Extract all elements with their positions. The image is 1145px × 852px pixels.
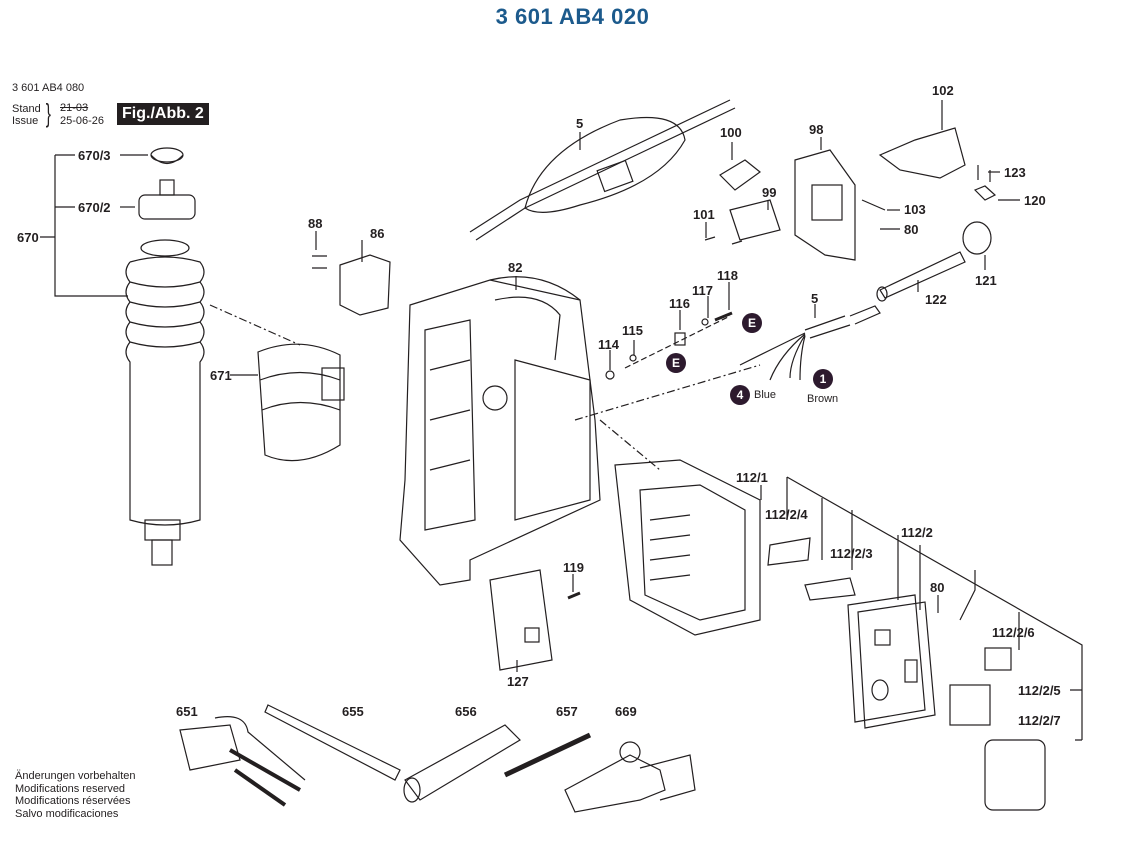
plate-98 [794, 149, 856, 261]
part-label-122: 122 [925, 292, 947, 307]
wire-label-brown: Brown [807, 393, 839, 405]
part-label-670-3: 670/3 [78, 148, 111, 163]
plug-102 [878, 127, 966, 179]
document-title: 3 601 AB4 020 [495, 4, 650, 29]
part-label-82: 82 [508, 260, 523, 275]
wire-label-blue: Blue [754, 389, 777, 401]
part-label-119: 119 [563, 560, 584, 575]
lid-670-2 [138, 194, 196, 220]
part-label-121: 121 [975, 273, 997, 288]
part-label-116: 116 [669, 296, 690, 311]
screw-118 [714, 311, 733, 322]
part-label-670: 670 [17, 230, 39, 245]
part-label-115: 115 [622, 323, 643, 338]
part-label-670-2: 670/2 [78, 200, 111, 215]
part-label-669: 669 [615, 704, 637, 719]
cage-671 [257, 343, 345, 462]
bracket-86 [339, 254, 391, 316]
part-label-112-2-7: 112/2/7 [1018, 713, 1061, 728]
part-label-103: 103 [904, 202, 926, 217]
part-label-86: 86 [370, 226, 385, 241]
part-label-112-2-3: 112/2/3 [830, 546, 873, 561]
part-label-112-2-6: 112/2/6 [992, 625, 1035, 640]
part-label-651: 651 [176, 704, 198, 719]
part-label-98: 98 [809, 122, 824, 137]
part-label-118: 118 [717, 268, 738, 283]
rod-657 [503, 732, 592, 778]
old-date: 21-03 [60, 102, 89, 114]
figure-badge: Fig./Abb. 2 [117, 103, 209, 125]
note-de: Änderungen vorbehalten [15, 770, 136, 782]
washer-117 [701, 318, 709, 326]
part-label-671: 671 [210, 368, 232, 383]
note-es: Salvo modificaciones [15, 807, 119, 820]
part-label-656: 656 [455, 704, 477, 719]
wire-marker-1: 1 [813, 369, 833, 389]
part-label-5-switch: 5 [576, 116, 584, 131]
bellows-670 [125, 239, 205, 566]
strap-wrench-669 [564, 741, 696, 813]
housing-82 [399, 276, 601, 586]
stand-label: Stand [12, 103, 41, 115]
modifications-note: Änderungen vorbehalten Modifications res… [15, 770, 135, 820]
note-fr: Modifications réservées [15, 795, 131, 807]
part-label-112-2-4: 112/2/4 [765, 507, 808, 522]
part-label-127: 127 [507, 674, 529, 689]
part-label-657: 657 [556, 704, 578, 719]
part-label-5-cable: 5 [811, 291, 819, 306]
plate-112-2 [847, 594, 926, 723]
issue-date: 25-06-26 [60, 115, 105, 127]
nut-114 [605, 370, 615, 380]
note-en: Modifications reserved [15, 782, 126, 795]
reference-number: 3 601 AB4 080 [12, 82, 85, 94]
part-label-112-2-5: 112/2/5 [1018, 683, 1061, 698]
part-label-80-top: 80 [904, 222, 919, 237]
plug-112-2-4 [767, 537, 811, 566]
socket-112-2-3 [804, 577, 856, 601]
brace-icon: } [45, 98, 51, 128]
housing-112-1 [614, 459, 761, 636]
pin-103 [861, 199, 886, 211]
part-label-114: 114 [598, 337, 619, 352]
switch-112-2-7 [984, 739, 1046, 811]
part-label-112-1: 112/1 [736, 470, 768, 485]
part-label-99: 99 [762, 185, 777, 200]
sleeve-656 [403, 724, 521, 803]
connector-100 [719, 159, 761, 191]
part-label-101: 101 [693, 207, 715, 222]
clamp-99 [729, 199, 781, 241]
bracket-112-2 [786, 476, 1083, 741]
part-label-655: 655 [342, 704, 364, 719]
part-label-112-2: 112/2 [901, 525, 933, 540]
cable-switch-5 [469, 99, 736, 241]
earth-marker-cable: E [742, 313, 762, 333]
switch-112-2-5 [949, 684, 991, 726]
part-label-88: 88 [308, 216, 323, 231]
part-label-102: 102 [932, 83, 954, 98]
switch-112-2-6 [984, 647, 1012, 671]
plate-127 [489, 569, 553, 671]
wrench-655 [264, 704, 401, 781]
part-label-100: 100 [720, 125, 742, 140]
bracket-670 [40, 154, 128, 297]
tube-122 [879, 251, 966, 299]
part-label-123: 123 [1004, 165, 1026, 180]
terminal-116 [674, 332, 686, 346]
screw-119 [567, 591, 581, 600]
earth-marker-terminal: E [666, 353, 686, 373]
issue-label: Issue [12, 115, 39, 127]
part-label-120: 120 [1024, 193, 1046, 208]
washer-115 [629, 354, 637, 362]
part-label-80-bottom: 80 [930, 580, 945, 595]
tool-651 [179, 716, 306, 807]
clamp-120 [973, 185, 997, 201]
nut-121 [962, 221, 992, 255]
part-label-117: 117 [692, 283, 713, 298]
wire-marker-4: 4 [730, 385, 750, 405]
